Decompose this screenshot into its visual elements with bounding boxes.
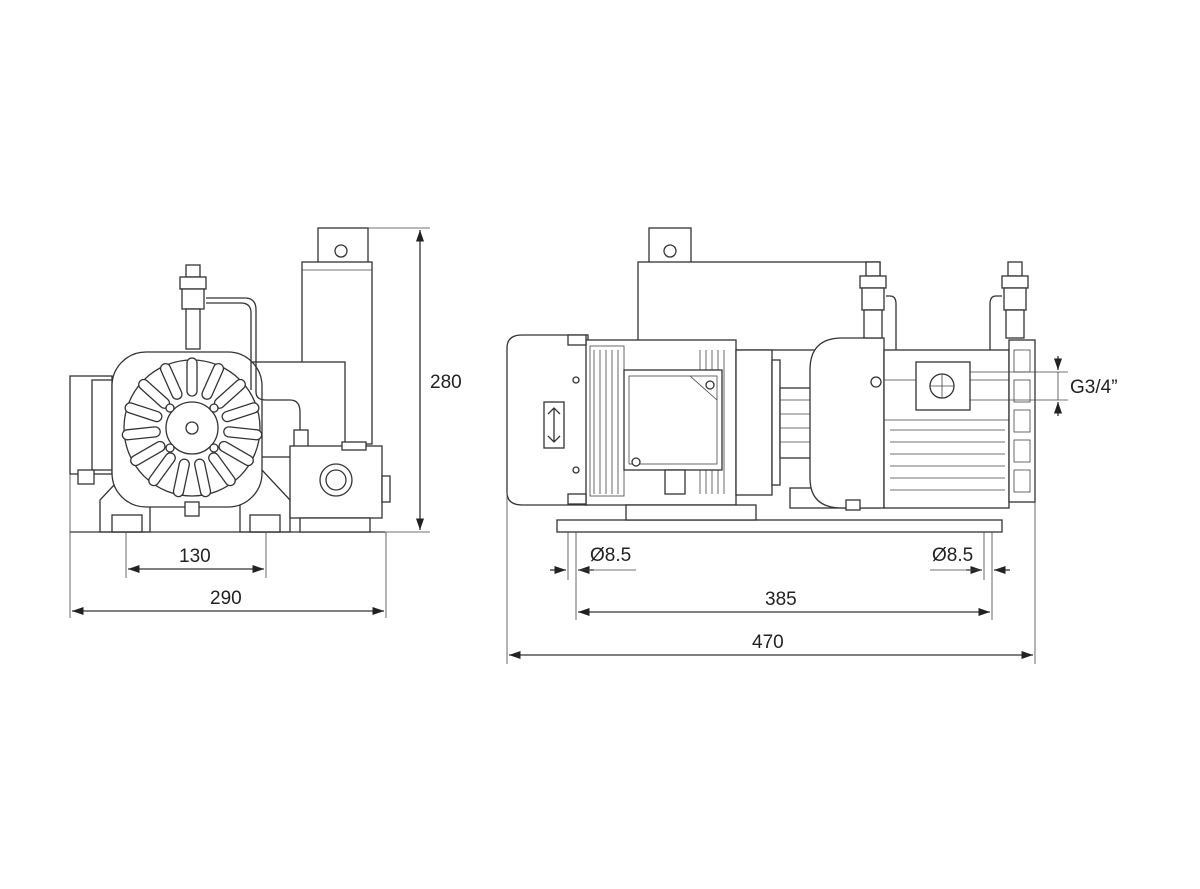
dim-length-label: 470 [752,632,784,653]
dim-port-label: G3/4” [1070,377,1118,398]
pump-housing [809,337,1036,511]
dim-hole-spacing-label: 385 [765,589,797,610]
filter-bracket [648,227,692,265]
dim-foot-spacing-label: 130 [179,546,211,567]
base-plate [556,519,1003,533]
dim-width-label: 290 [210,588,242,609]
pump-head [111,351,263,508]
side-view [506,227,1036,533]
side-valve-left [859,261,897,350]
top-valve [179,264,309,449]
dim-height-label: 280 [430,372,462,393]
dim-hole-right-label: Ø8.5 [932,545,973,566]
front-dimensions: 280 130 290 [69,227,462,618]
side-valve-right [989,261,1029,350]
outlet-block [289,441,391,533]
motor [543,334,781,521]
dim-hole-left-label: Ø8.5 [590,545,631,566]
side-dimensions: Ø8.5 Ø8.5 385 470 G3/4” [506,356,1118,664]
front-view [69,227,391,533]
